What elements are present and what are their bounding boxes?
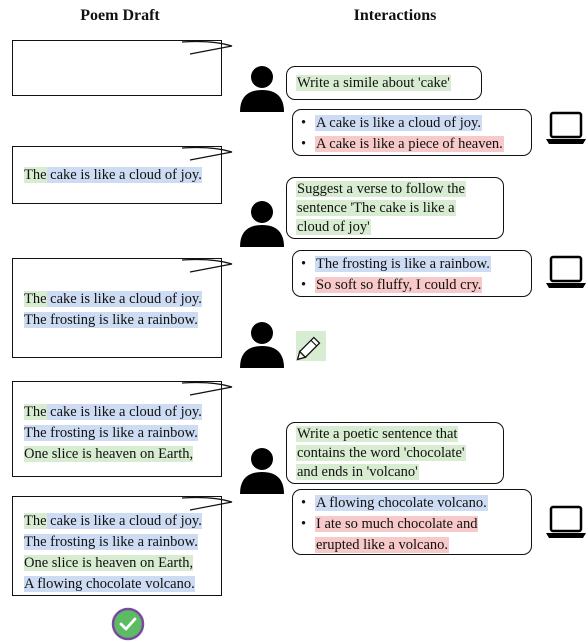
poem-text-span: cake is like a cloud of joy. xyxy=(46,404,202,420)
poem-text-span: The frosting is like a rainbow. xyxy=(24,425,198,441)
response-text: The frosting is like a rainbow. xyxy=(315,256,491,272)
user-icon xyxy=(239,444,285,494)
user-icon xyxy=(239,318,285,368)
prompt-line: sentence 'The cake is like a xyxy=(296,199,494,218)
poem-draft-card: The cake is like a cloud of joy. xyxy=(12,146,222,204)
poem-text-span: The xyxy=(24,513,47,529)
poem-text-span: The xyxy=(24,167,47,183)
laptop-icon xyxy=(545,504,587,542)
user-icon xyxy=(239,62,285,112)
response-option: A flowing chocolate volcano. xyxy=(299,493,525,514)
poem-text-span: The xyxy=(24,291,47,307)
poem-line: One slice is heaven on Earth, xyxy=(23,553,194,574)
poem-text-span: cake is like a cloud of joy. xyxy=(46,291,202,307)
poem-draft-card: The cake is like a cloud of joy. The fros… xyxy=(12,496,222,596)
poem-line: The frosting is like a rainbow. xyxy=(23,310,199,331)
response-text: erupted like a volcano. xyxy=(315,537,450,553)
poem-line: The cake is like a cloud of joy. xyxy=(23,402,203,423)
prompt-bubble: Suggest a verse to follow the sentence 'T… xyxy=(286,177,504,239)
response-option: I ate so much chocolate and erupted like … xyxy=(299,514,525,556)
response-option: A cake is like a cloud of joy. xyxy=(299,113,525,134)
prompt-text: Write a simile about 'cake' xyxy=(296,75,451,91)
response-bubble: A flowing chocolate volcano. I ate so muc… xyxy=(292,489,532,555)
prompt-line: Write a poetic sentence that xyxy=(296,425,494,444)
prompt-text: contains the word 'chocolate' xyxy=(296,445,466,461)
prompt-bubble: Write a poetic sentence that contains the… xyxy=(286,422,504,484)
poem-text-span: A flowing chocolate volcano. xyxy=(24,576,195,592)
prompt-line: cloud of joy' xyxy=(296,218,494,237)
interactions-header: Interactions xyxy=(353,7,437,24)
poem-line: The cake is like a cloud of joy. xyxy=(23,511,203,532)
prompt-text: and ends in 'volcano' xyxy=(296,464,419,480)
poem-draft-header: Poem Draft xyxy=(80,7,160,24)
check-circle-icon xyxy=(110,607,146,641)
prompt-line: contains the word 'chocolate' xyxy=(296,444,494,463)
poem-line: The cake is like a cloud of joy. xyxy=(23,165,203,186)
response-text: A flowing chocolate volcano. xyxy=(315,495,488,511)
prompt-line: and ends in 'volcano' xyxy=(296,463,494,482)
prompt-text: cloud of joy' xyxy=(296,219,371,235)
prompt-bubble: Write a simile about 'cake' xyxy=(286,66,482,100)
poem-text-span: cake is like a cloud of joy. xyxy=(46,513,202,529)
poem-draft-card: The cake is like a cloud of joy. The fros… xyxy=(12,258,222,358)
response-text: So soft so fluffy, I could cry. xyxy=(315,277,483,293)
poem-line: The frosting is like a rainbow. xyxy=(23,532,199,553)
page-fold-decoration xyxy=(181,381,233,396)
response-text: A cake is like a piece of heaven. xyxy=(315,136,504,152)
response-bubble: A cake is like a cloud of joy. A cake is … xyxy=(292,109,532,156)
pencil-icon xyxy=(296,331,326,361)
response-option: The frosting is like a rainbow. xyxy=(299,254,525,275)
page-fold-decoration xyxy=(181,258,233,273)
response-option: So soft so fluffy, I could cry. xyxy=(299,275,525,296)
page-fold-decoration xyxy=(181,146,233,161)
poem-text-span: One slice is heaven on Earth, xyxy=(24,555,194,571)
poem-line: A flowing chocolate volcano. xyxy=(23,574,196,595)
poem-line: The cake is like a cloud of joy. xyxy=(23,289,203,310)
page-fold-decoration xyxy=(181,496,233,511)
response-text: I ate so much chocolate and xyxy=(315,516,479,532)
response-option: A cake is like a piece of heaven. xyxy=(299,134,525,155)
prompt-text: Write a poetic sentence that xyxy=(296,426,459,442)
poem-text-span: cake is like a cloud of joy. xyxy=(46,167,202,183)
poem-text-span: The xyxy=(24,404,47,420)
poem-text-span: One slice is heaven on Earth, xyxy=(24,446,194,462)
response-text: A cake is like a cloud of joy. xyxy=(315,115,482,131)
poem-text-span: The frosting is like a rainbow. xyxy=(24,534,198,550)
poem-line: The frosting is like a rainbow. xyxy=(23,423,199,444)
user-icon xyxy=(239,197,285,247)
poem-draft-card: The cake is like a cloud of joy. The fros… xyxy=(12,381,222,477)
poem-draft-card xyxy=(12,40,222,96)
laptop-icon xyxy=(545,254,587,292)
prompt-line: Suggest a verse to follow the xyxy=(296,180,494,199)
prompt-line: Write a simile about 'cake' xyxy=(296,72,472,94)
response-bubble: The frosting is like a rainbow. So soft s… xyxy=(292,250,532,297)
page-fold-decoration xyxy=(181,40,233,55)
prompt-text: Suggest a verse to follow the xyxy=(296,181,466,197)
prompt-text: sentence 'The cake is like a xyxy=(296,200,456,216)
laptop-icon xyxy=(545,110,587,148)
poem-text-span: The frosting is like a rainbow. xyxy=(24,312,198,328)
poem-line: One slice is heaven on Earth, xyxy=(23,444,194,465)
